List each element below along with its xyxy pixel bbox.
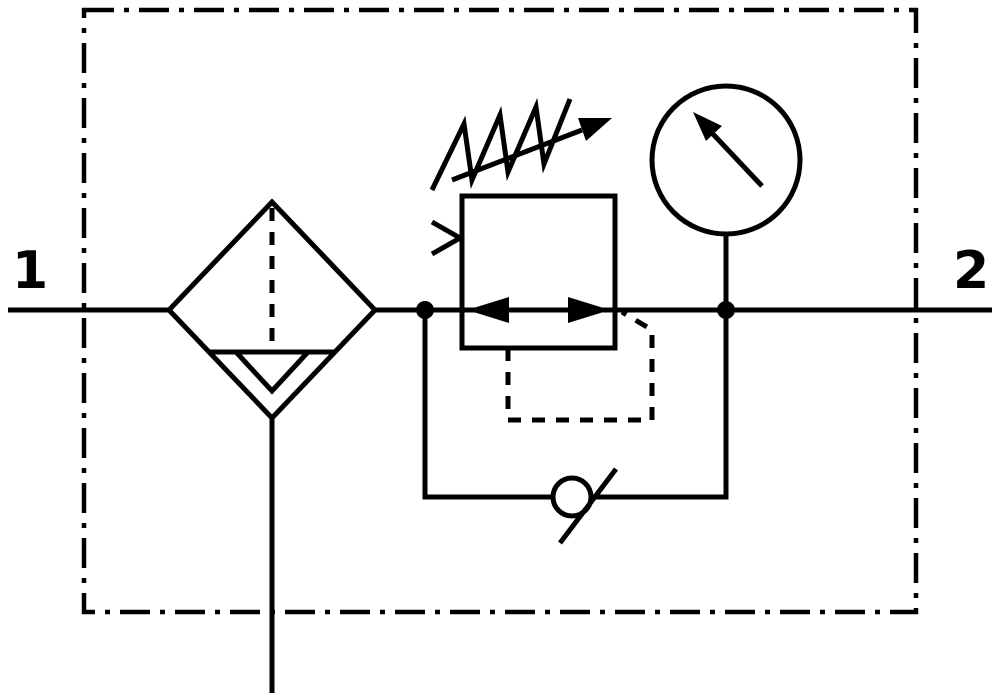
flow-arrow-right-icon bbox=[568, 297, 610, 323]
junction-dot-left bbox=[416, 301, 434, 319]
gauge-needle-head bbox=[693, 112, 722, 141]
gauge-needle-shaft bbox=[710, 131, 764, 188]
filter-symbol bbox=[165, 198, 379, 693]
flow-arrow-left-icon bbox=[467, 297, 509, 323]
bypass-line bbox=[422, 310, 729, 500]
check-valve-seat-line bbox=[558, 467, 618, 545]
check-valve-ball-icon bbox=[550, 475, 594, 519]
water-separator-triangle bbox=[230, 349, 314, 395]
port-1-label: 1 bbox=[12, 241, 48, 301]
adjustment-spring-icon bbox=[429, 97, 573, 192]
pilot-control-line bbox=[505, 309, 655, 423]
port-2-label: 2 bbox=[953, 241, 989, 301]
bypass-check-valve-branch bbox=[422, 310, 729, 545]
adjustment-arrow-shaft bbox=[451, 127, 583, 183]
pressure-regulator-symbol bbox=[429, 97, 655, 423]
adjustment-arrow-head bbox=[578, 118, 612, 141]
relief-vent-icon bbox=[430, 219, 466, 257]
regulator-body bbox=[459, 193, 618, 351]
gauge-dial bbox=[649, 83, 803, 237]
pressure-gauge-symbol bbox=[649, 83, 803, 310]
